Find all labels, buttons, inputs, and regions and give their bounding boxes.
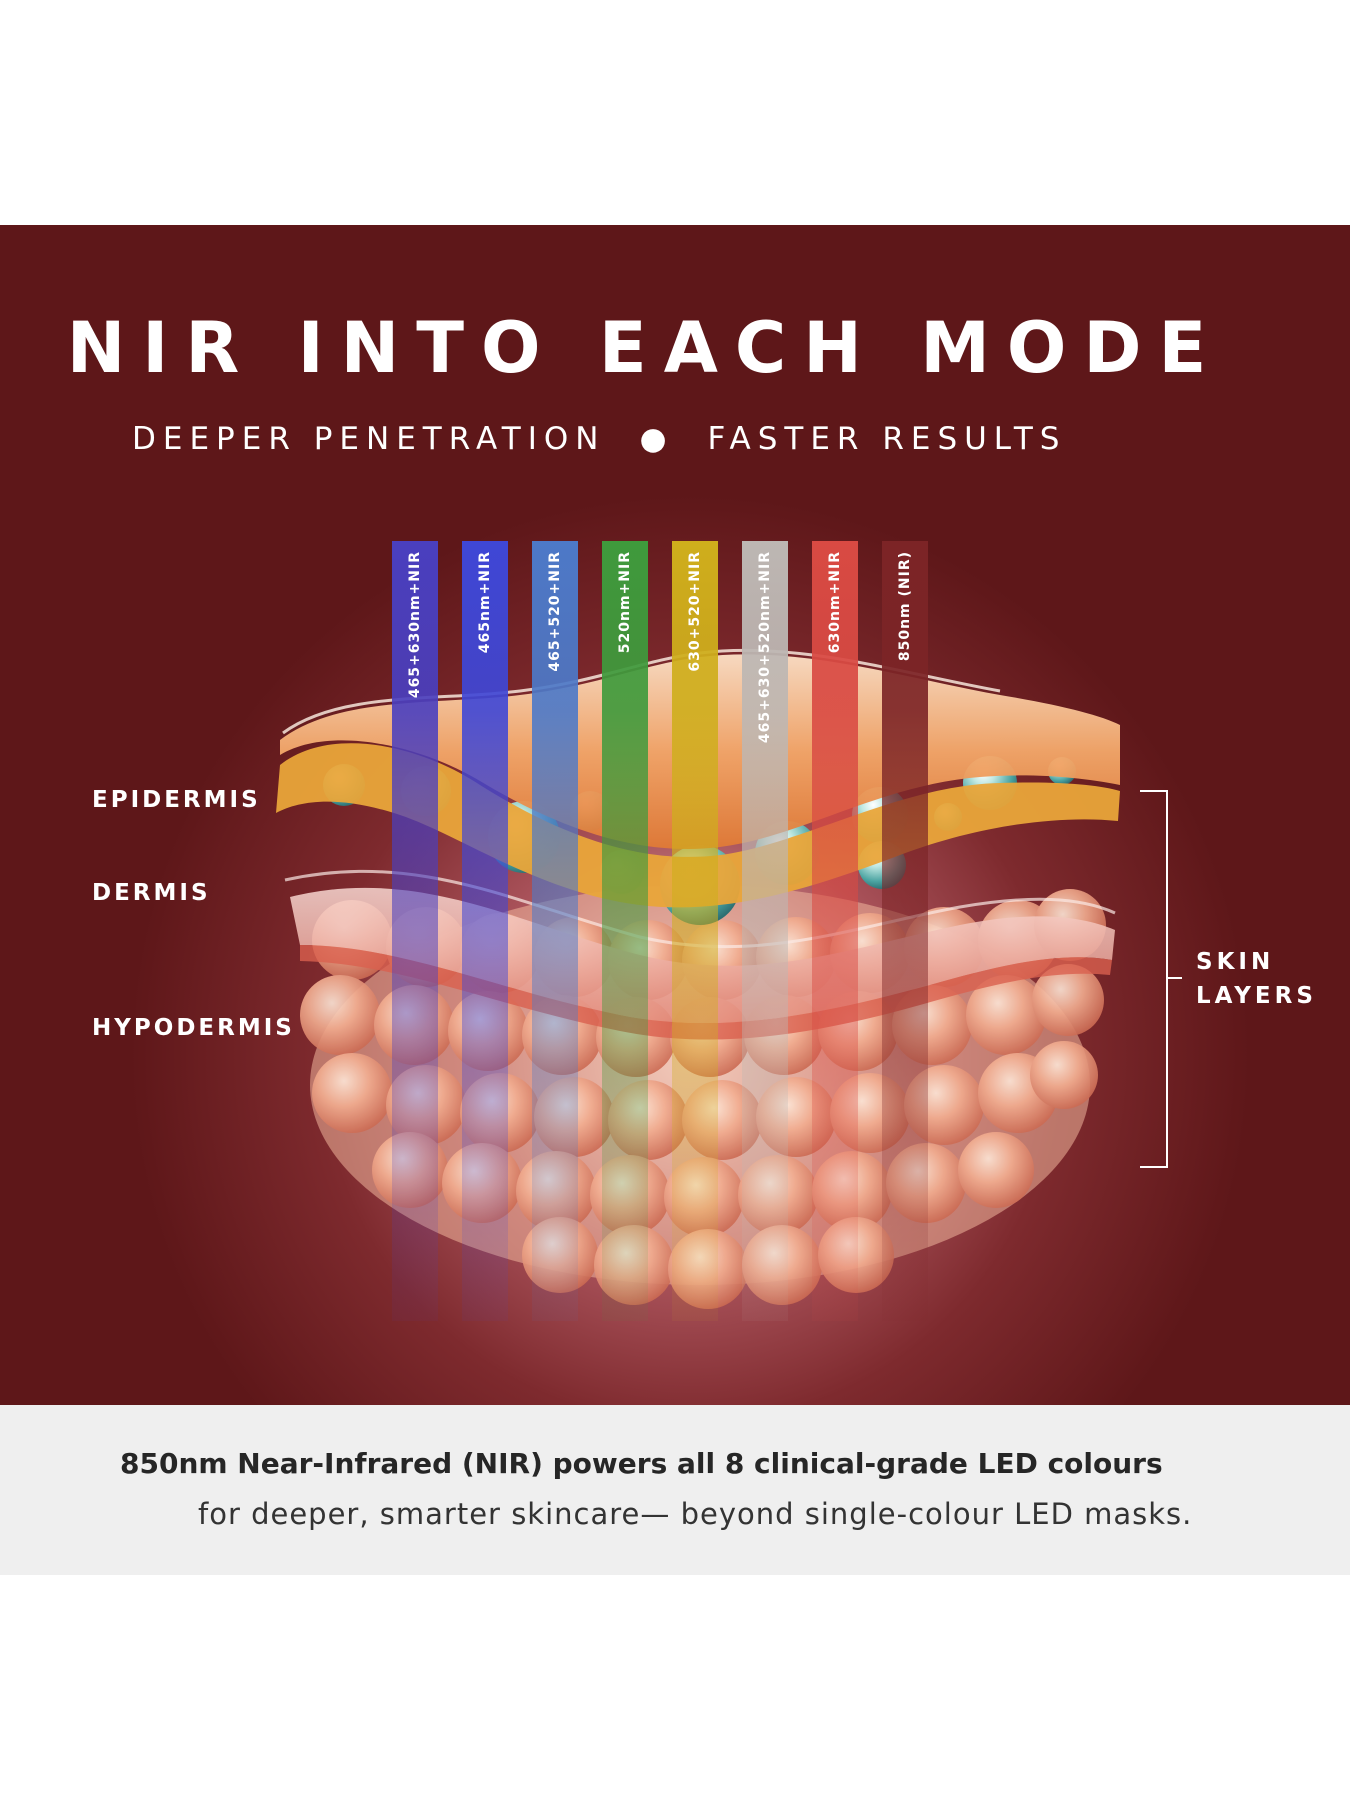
light-beam: 630+520+NIR [672, 541, 718, 1321]
light-beam-label: 465+630+520nm+NIR [742, 551, 788, 851]
skin-layers-line1: SKIN [1196, 949, 1275, 975]
light-beam-label-text: 465nm+NIR [477, 551, 493, 654]
light-beam-label: 520nm+NIR [602, 551, 648, 851]
light-beam: 850nm (NIR) [882, 541, 928, 1321]
subtitle-left: DEEPER PENETRATION [132, 421, 606, 457]
page-title: NIR INTO EACH MODE [66, 307, 1224, 389]
light-beam: 465nm+NIR [462, 541, 508, 1321]
light-beam: 465+520+NIR [532, 541, 578, 1321]
bullet-separator: ● [639, 421, 674, 457]
light-beam-label: 465nm+NIR [462, 551, 508, 851]
label-epidermis: EPIDERMIS [92, 787, 261, 813]
skin-layers-line2: LAYERS [1196, 983, 1317, 1009]
light-beam-label: 630nm+NIR [812, 551, 858, 851]
footer-headline: 850nm Near-Infrared (NIR) powers all 8 c… [120, 1447, 1163, 1480]
light-beam-label: 465+630nm+NIR [392, 551, 438, 851]
light-beam-label: 465+520+NIR [532, 551, 578, 851]
light-beam: 465+630+520nm+NIR [742, 541, 788, 1321]
light-beam-label-text: 465+630+520nm+NIR [757, 551, 773, 744]
light-beam-label-text: 465+520+NIR [547, 551, 563, 672]
subtitle: DEEPER PENETRATION ● FASTER RESULTS [132, 421, 1232, 457]
skin-layers-label: SKIN LAYERS [1196, 945, 1317, 1013]
label-dermis: DERMIS [92, 880, 211, 906]
light-beam: 630nm+NIR [812, 541, 858, 1321]
footer-subline: for deeper, smarter skincare— beyond sin… [198, 1497, 1193, 1531]
light-beam-label-text: 630nm+NIR [827, 551, 843, 654]
light-beam: 465+630nm+NIR [392, 541, 438, 1321]
subtitle-right: FASTER RESULTS [707, 421, 1067, 457]
light-beam-label-text: 520nm+NIR [617, 551, 633, 654]
infographic-panel: NIR INTO EACH MODE DEEPER PENETRATION ● FA… [0, 225, 1350, 1405]
light-beam-label-text: 850nm (NIR) [897, 551, 913, 662]
light-beam-label-text: 630+520+NIR [687, 551, 703, 672]
bracket-tick [1168, 977, 1182, 979]
light-beam: 520nm+NIR [602, 541, 648, 1321]
light-beam-label: 850nm (NIR) [882, 551, 928, 851]
light-beam-label: 630+520+NIR [672, 551, 718, 851]
skin-layers-bracket [1140, 790, 1168, 1168]
label-hypodermis: HYPODERMIS [92, 1015, 295, 1041]
footer-caption: 850nm Near-Infrared (NIR) powers all 8 c… [0, 1405, 1350, 1575]
light-beam-label-text: 465+630nm+NIR [407, 551, 423, 699]
